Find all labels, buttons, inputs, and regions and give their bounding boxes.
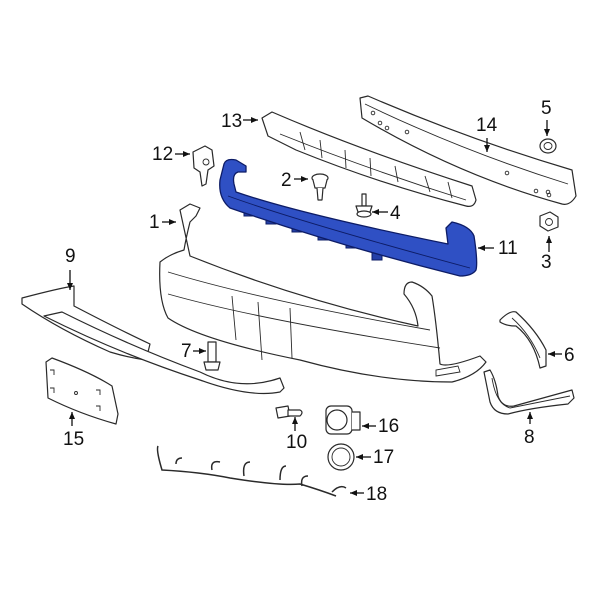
svg-text:18: 18 [366, 484, 387, 505]
svg-text:6: 6 [564, 345, 575, 366]
callout-13: 13 [221, 111, 258, 132]
callout-2: 2 [281, 170, 308, 191]
part-10-push-pin[interactable] [275, 405, 303, 419]
part-4-bolt[interactable] [355, 193, 373, 218]
callout-4: 4 [372, 203, 401, 224]
svg-text:13: 13 [221, 111, 242, 132]
svg-text:1: 1 [149, 212, 160, 233]
part-2-push-pin[interactable] [311, 173, 329, 201]
svg-text:3: 3 [541, 252, 552, 273]
part-12-bracket[interactable] [192, 145, 215, 187]
svg-text:10: 10 [286, 432, 307, 453]
svg-text:17: 17 [373, 447, 394, 468]
svg-text:9: 9 [65, 246, 76, 267]
part-18-wiring-harness[interactable] [156, 445, 347, 497]
callout-6: 6 [548, 345, 575, 366]
svg-text:4: 4 [390, 203, 401, 224]
part-14-reinforcement-bar[interactable] [359, 95, 577, 205]
callout-1: 1 [149, 212, 176, 233]
callout-11: 11 [478, 238, 518, 259]
callout-5: 5 [541, 98, 552, 136]
svg-text:14: 14 [476, 115, 498, 136]
callout-12: 12 [152, 144, 190, 165]
svg-text:12: 12 [152, 144, 173, 165]
callout-18: 18 [350, 484, 387, 505]
callout-15: 15 [63, 412, 84, 450]
svg-text:8: 8 [524, 427, 535, 448]
part-11-highlighted-support[interactable] [219, 158, 478, 277]
part-6-side-bracket[interactable] [499, 311, 547, 369]
svg-text:11: 11 [498, 238, 518, 259]
callout-16: 16 [362, 416, 399, 437]
svg-text:15: 15 [63, 429, 84, 450]
part-16-park-sensor[interactable] [325, 405, 361, 435]
svg-text:2: 2 [281, 170, 292, 191]
svg-text:16: 16 [378, 416, 399, 437]
callout-17: 17 [356, 447, 394, 468]
callout-14: 14 [476, 115, 498, 152]
part-13-energy-absorber[interactable] [261, 111, 477, 207]
callout-3: 3 [541, 236, 552, 273]
callout-7: 7 [181, 341, 206, 362]
part-7-bolt[interactable] [203, 341, 221, 371]
part-5-nut[interactable] [539, 138, 557, 154]
callout-10: 10 [286, 417, 307, 453]
part-1-bumper-cover[interactable] [159, 203, 487, 383]
svg-text:5: 5 [541, 98, 552, 119]
callout-9: 9 [65, 246, 76, 290]
callout-8: 8 [524, 412, 535, 448]
svg-text:7: 7 [181, 341, 192, 362]
part-8-lower-side-bracket[interactable] [483, 369, 575, 415]
part-3-flange-nut[interactable] [539, 211, 559, 232]
part-15-license-bracket[interactable] [45, 357, 119, 425]
part-17-sensor-bezel[interactable] [327, 443, 355, 471]
